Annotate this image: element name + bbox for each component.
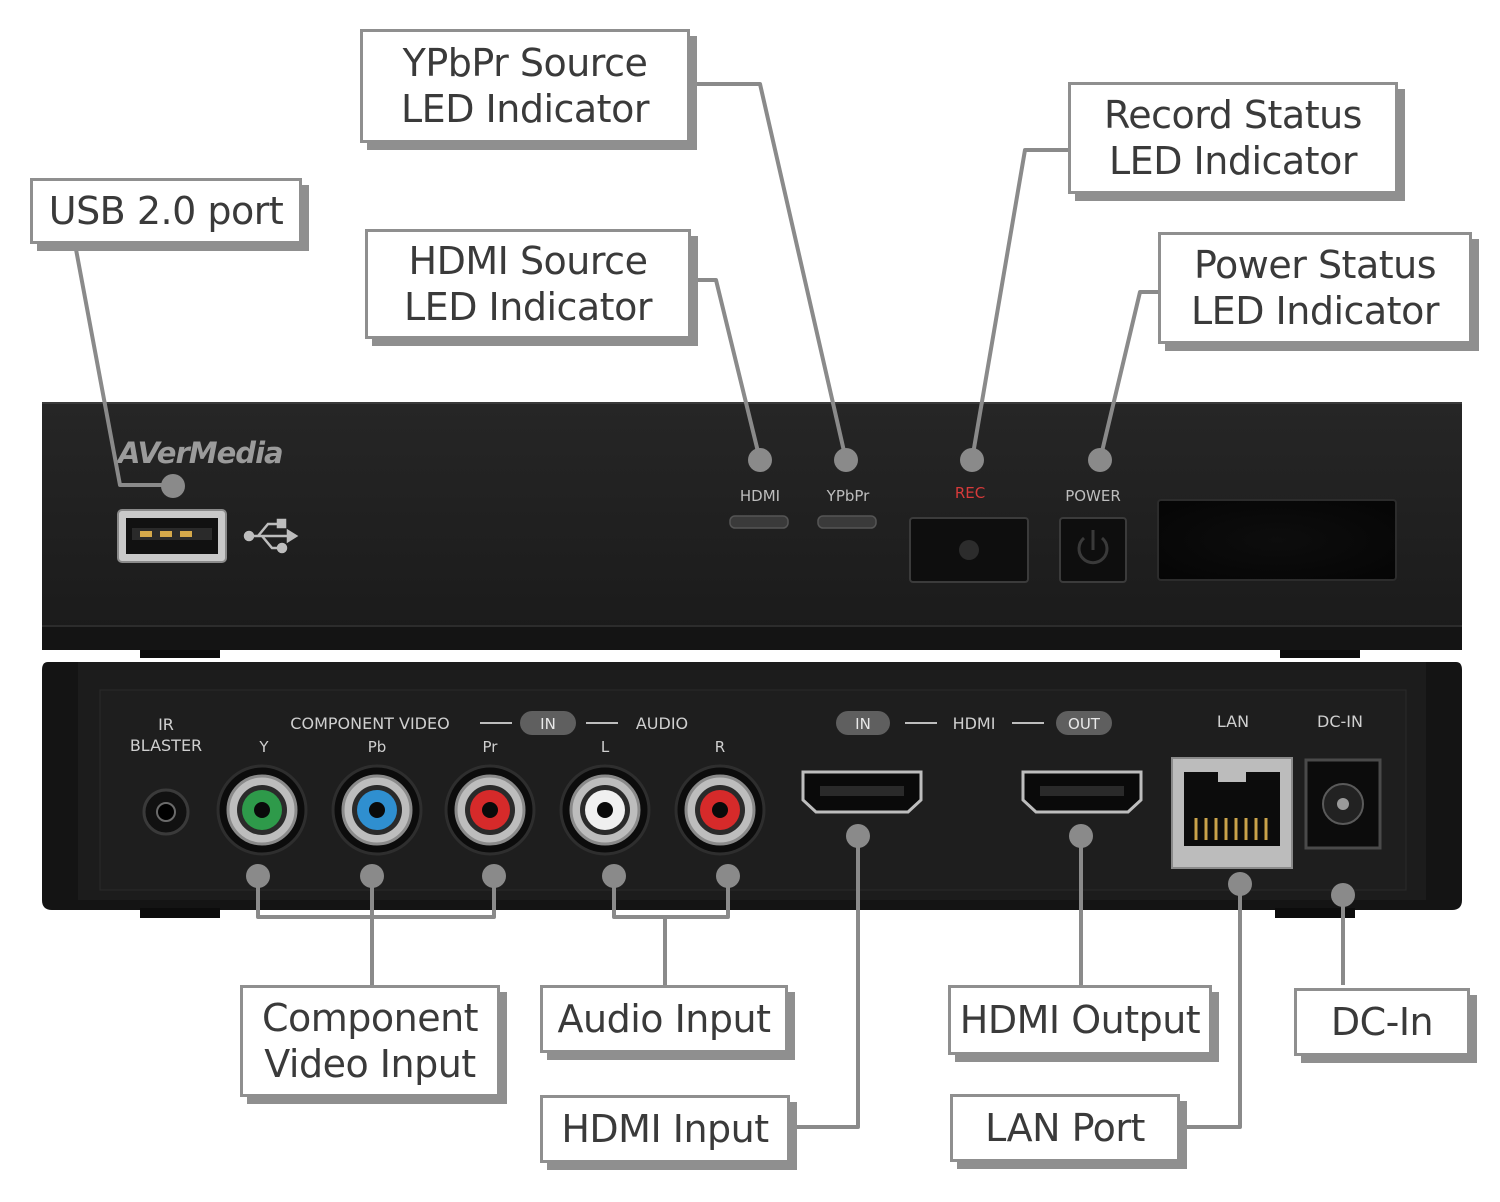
hdmi-led-label: HDMI <box>740 487 780 505</box>
rca-pb-jack <box>331 764 423 856</box>
hdmi-led-callout-line1: HDMI Source <box>408 239 648 283</box>
ypbpr-led <box>817 515 877 529</box>
rca-jacks <box>216 764 766 856</box>
ypbpr-led-label: YPbPr <box>826 487 871 505</box>
lan-port-callout: LAN Port <box>950 1094 1180 1162</box>
pr-label: Pr <box>483 738 499 756</box>
hdmi-output-callout-text: HDMI Output <box>959 998 1201 1042</box>
ypbpr-led-callout: YPbPr Source LED Indicator <box>360 29 690 143</box>
power-led-callout: Power Status LED Indicator <box>1158 232 1472 344</box>
rca-l-jack <box>559 764 651 856</box>
hdmi-led-callout: HDMI Source LED Indicator <box>365 229 691 339</box>
power-button[interactable] <box>1059 517 1127 583</box>
record-led-callout: Record Status LED Indicator <box>1068 82 1398 194</box>
rec-label: REC <box>955 484 985 502</box>
hdmi-led <box>729 515 789 529</box>
hdmi-input-callout-text: HDMI Input <box>561 1107 769 1151</box>
front-unit: AVerMedia HDMI YPbPr REC <box>42 402 1462 658</box>
leader-lines <box>73 82 1345 1129</box>
rec-button[interactable] <box>909 517 1029 583</box>
hdmi-rear-label: HDMI <box>953 714 996 733</box>
y-label: Y <box>258 738 269 756</box>
lan-port-callout-text: LAN Port <box>985 1106 1145 1150</box>
dc-in-callout-text: DC-In <box>1330 1000 1434 1044</box>
input-in-badge: IN <box>540 715 556 733</box>
front-base-edge <box>42 625 1462 650</box>
dc-in-rear-label: DC-IN <box>1317 712 1363 731</box>
leader-dots <box>161 448 1355 907</box>
ir-label: IR <box>158 715 174 734</box>
record-led-callout-line2: LED Indicator <box>1109 139 1357 183</box>
pb-label: Pb <box>368 738 387 756</box>
component-video-label: COMPONENT VIDEO <box>290 714 449 733</box>
usb-port-callout-text: USB 2.0 port <box>48 189 284 233</box>
power-led-callout-line2: LED Indicator <box>1191 289 1439 333</box>
component-video-callout: Component Video Input <box>240 985 500 1097</box>
power-label: POWER <box>1065 487 1121 505</box>
ypbpr-led-callout-line1: YPbPr Source <box>402 41 648 85</box>
hdmi-out-port <box>1021 770 1143 814</box>
lan-port <box>1171 757 1293 869</box>
dc-in-callout: DC-In <box>1294 988 1470 1056</box>
power-led-callout-line1: Power Status <box>1193 243 1437 287</box>
record-led-callout-line1: Record Status <box>1104 93 1362 137</box>
hdmi-led-callout-line2: LED Indicator <box>404 285 652 329</box>
audio-label: AUDIO <box>636 714 688 733</box>
lan-label: LAN <box>1217 712 1249 731</box>
hdmi-in-port <box>801 770 923 814</box>
brand-logo: AVerMedia <box>116 436 283 470</box>
hdmi-in-badge: IN <box>855 715 871 733</box>
audio-input-callout: Audio Input <box>540 985 788 1053</box>
display-window <box>1157 499 1397 581</box>
hdmi-out-badge: OUT <box>1068 715 1101 733</box>
blaster-label: BLASTER <box>130 736 202 755</box>
rca-pr-jack <box>444 764 536 856</box>
usb-port <box>117 509 227 563</box>
hdmi-output-callout: HDMI Output <box>948 985 1212 1055</box>
l-label: L <box>601 738 610 756</box>
rca-r-jack <box>674 764 766 856</box>
component-video-callout-line1: Component <box>261 996 479 1040</box>
usb-icon <box>243 518 299 554</box>
component-video-callout-line2: Video Input <box>264 1042 476 1086</box>
audio-input-callout-text: Audio Input <box>557 997 771 1041</box>
ir-blaster-jack <box>142 788 190 836</box>
dc-in-jack <box>1304 758 1382 850</box>
rca-y-jack <box>216 764 308 856</box>
usb-port-callout: USB 2.0 port <box>30 178 302 244</box>
r-label: R <box>715 738 725 756</box>
ypbpr-led-callout-line2: LED Indicator <box>401 87 649 131</box>
hdmi-input-callout: HDMI Input <box>540 1095 790 1163</box>
